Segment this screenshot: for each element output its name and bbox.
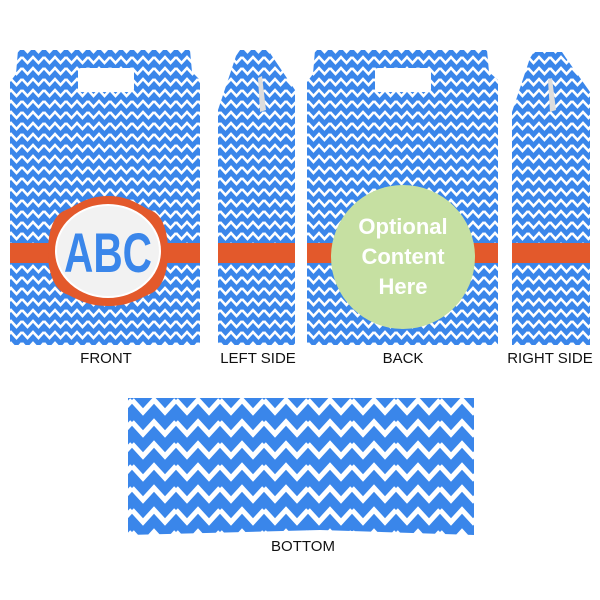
front-panel: ABC	[10, 50, 200, 345]
optional-content-circle	[331, 185, 475, 329]
content-line-3: Here	[379, 274, 428, 299]
fold-tab	[548, 78, 556, 112]
bottom-panel	[128, 398, 474, 535]
left-side-panel	[218, 50, 295, 345]
back-panel: Optional Content Here	[307, 50, 498, 345]
handle-hole	[78, 68, 134, 92]
right-side-panel	[512, 52, 590, 345]
fold-tab	[258, 76, 266, 112]
orange-band	[512, 243, 590, 263]
back-label: BACK	[382, 350, 424, 367]
left-side-label: LEFT SIDE	[220, 350, 296, 367]
monogram-text: ABC	[64, 221, 152, 284]
content-line-1: Optional	[358, 214, 447, 239]
orange-band	[218, 243, 295, 263]
content-line-2: Content	[361, 244, 445, 269]
front-label: FRONT	[80, 350, 132, 367]
bottom-label: BOTTOM	[271, 538, 335, 555]
right-side-label: RIGHT SIDE	[507, 350, 593, 367]
handle-hole	[375, 68, 431, 92]
